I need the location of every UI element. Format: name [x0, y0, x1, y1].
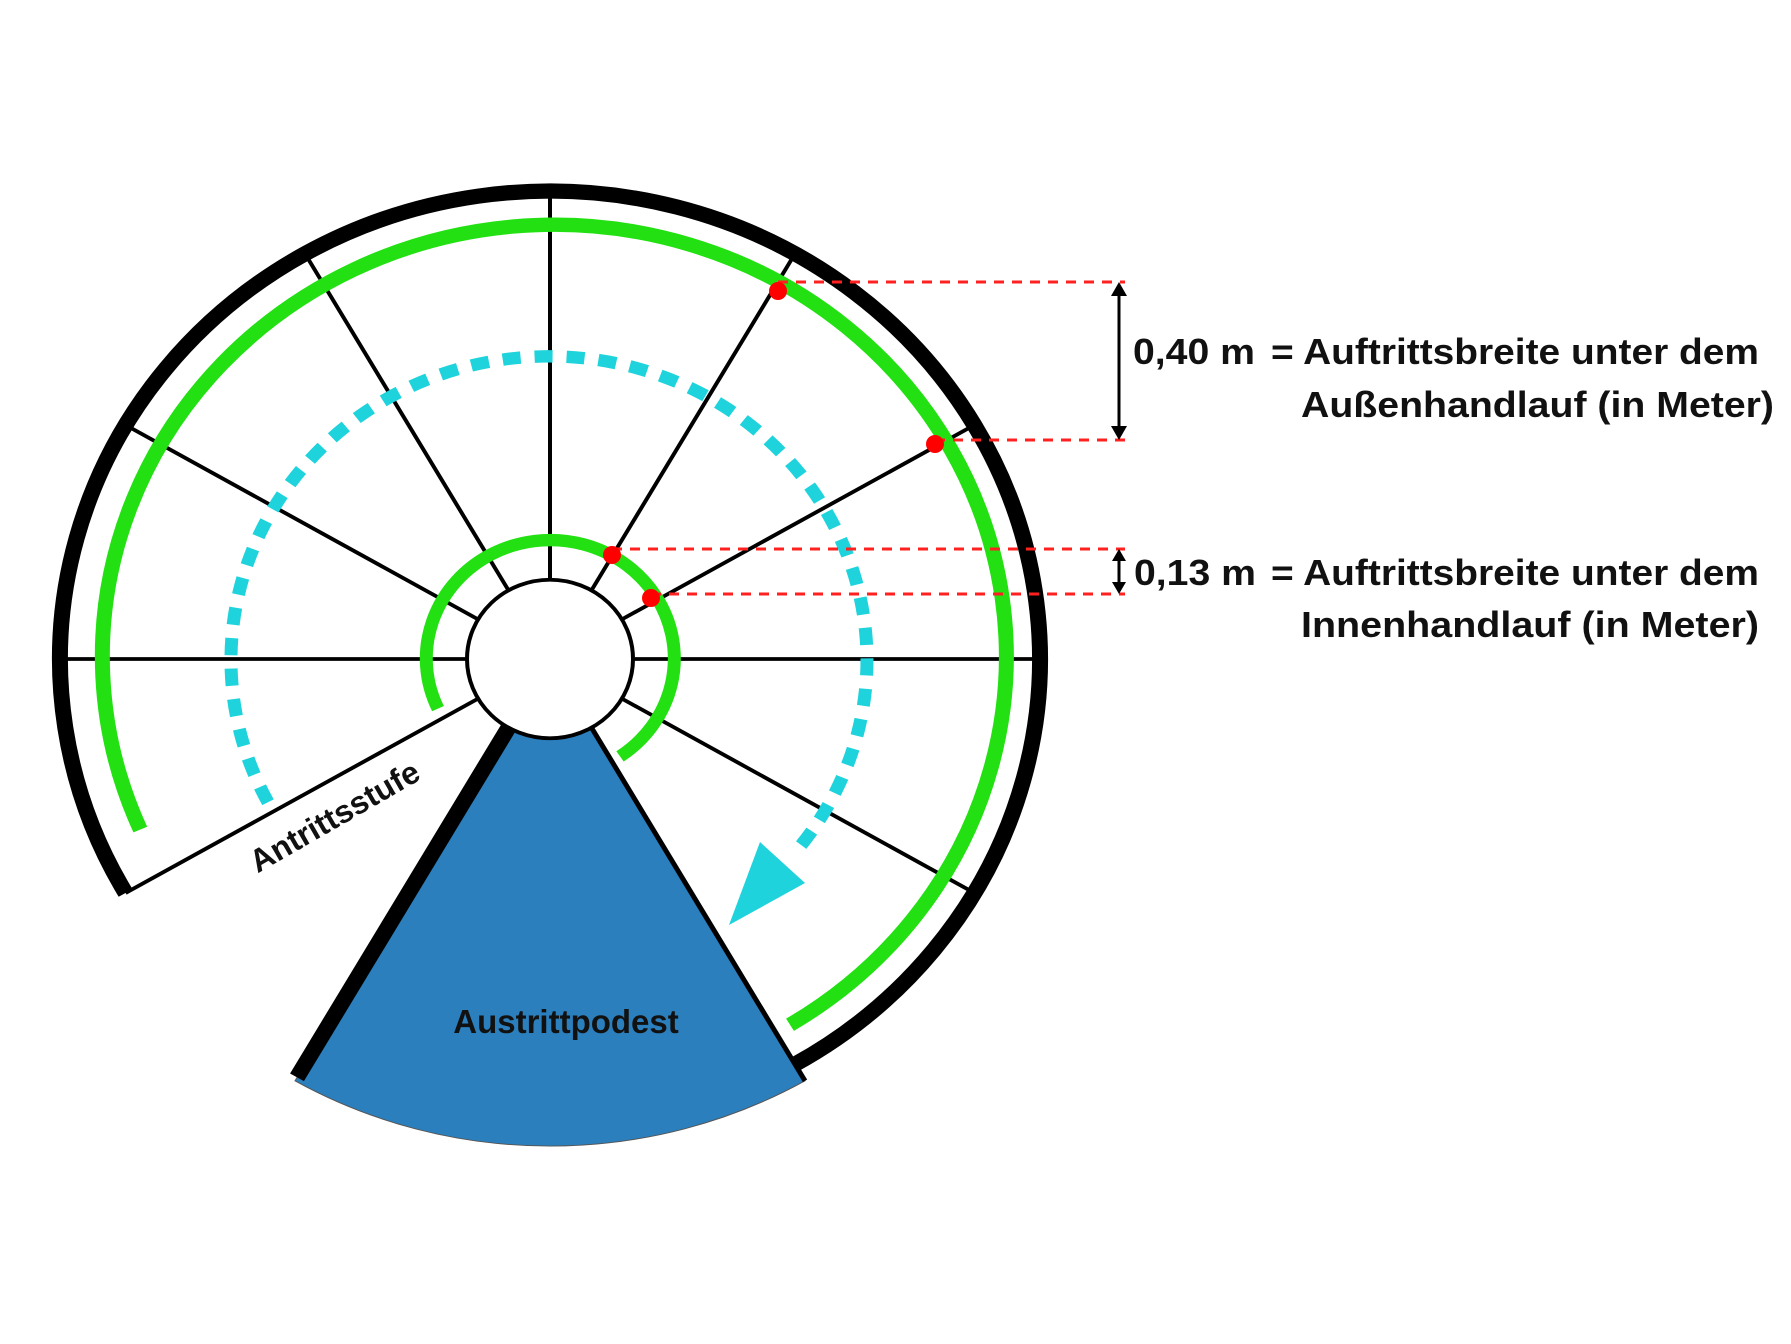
landing-left-edge	[290, 723, 516, 1082]
landing-label: Austrittpodest	[453, 1003, 679, 1040]
dimension-arrow-outer	[1111, 282, 1127, 440]
inner-tread-description-line2: Innenhandlauf (in Meter)	[1301, 604, 1759, 645]
measure-points	[603, 282, 944, 607]
step-line	[620, 696, 976, 895]
step-line	[124, 423, 480, 622]
outer-handrail	[94, 217, 1014, 1031]
step-line	[620, 423, 976, 622]
outer-tread-value: 0,40 m	[1133, 331, 1255, 372]
center-column	[465, 577, 635, 741]
inner-handrail	[419, 533, 681, 762]
walk-line	[224, 350, 874, 859]
inner-tread-description: = Auftrittsbreite unter dem	[1271, 552, 1759, 593]
outer-tread-description-line2: Außenhandlauf (in Meter)	[1301, 384, 1774, 425]
outer-wall-arc	[52, 183, 1048, 1071]
step-line	[124, 696, 480, 895]
step-lines	[60, 191, 1040, 895]
landing-right-edge	[589, 726, 808, 1083]
landing-wedge	[294, 727, 806, 1147]
outer-tread-description: = Auftrittsbreite unter dem	[1271, 331, 1759, 372]
step-line	[589, 252, 797, 592]
staircase-plan	[52, 183, 1048, 1147]
inner-tread-value: 0,13 m	[1134, 552, 1256, 593]
measure-lines	[612, 280, 1125, 596]
start-step-label: Antrittsstufe	[243, 753, 426, 879]
step-line	[303, 252, 511, 592]
walk-direction-arrow-icon	[729, 842, 805, 925]
dimension-arrow-inner	[1112, 549, 1126, 594]
